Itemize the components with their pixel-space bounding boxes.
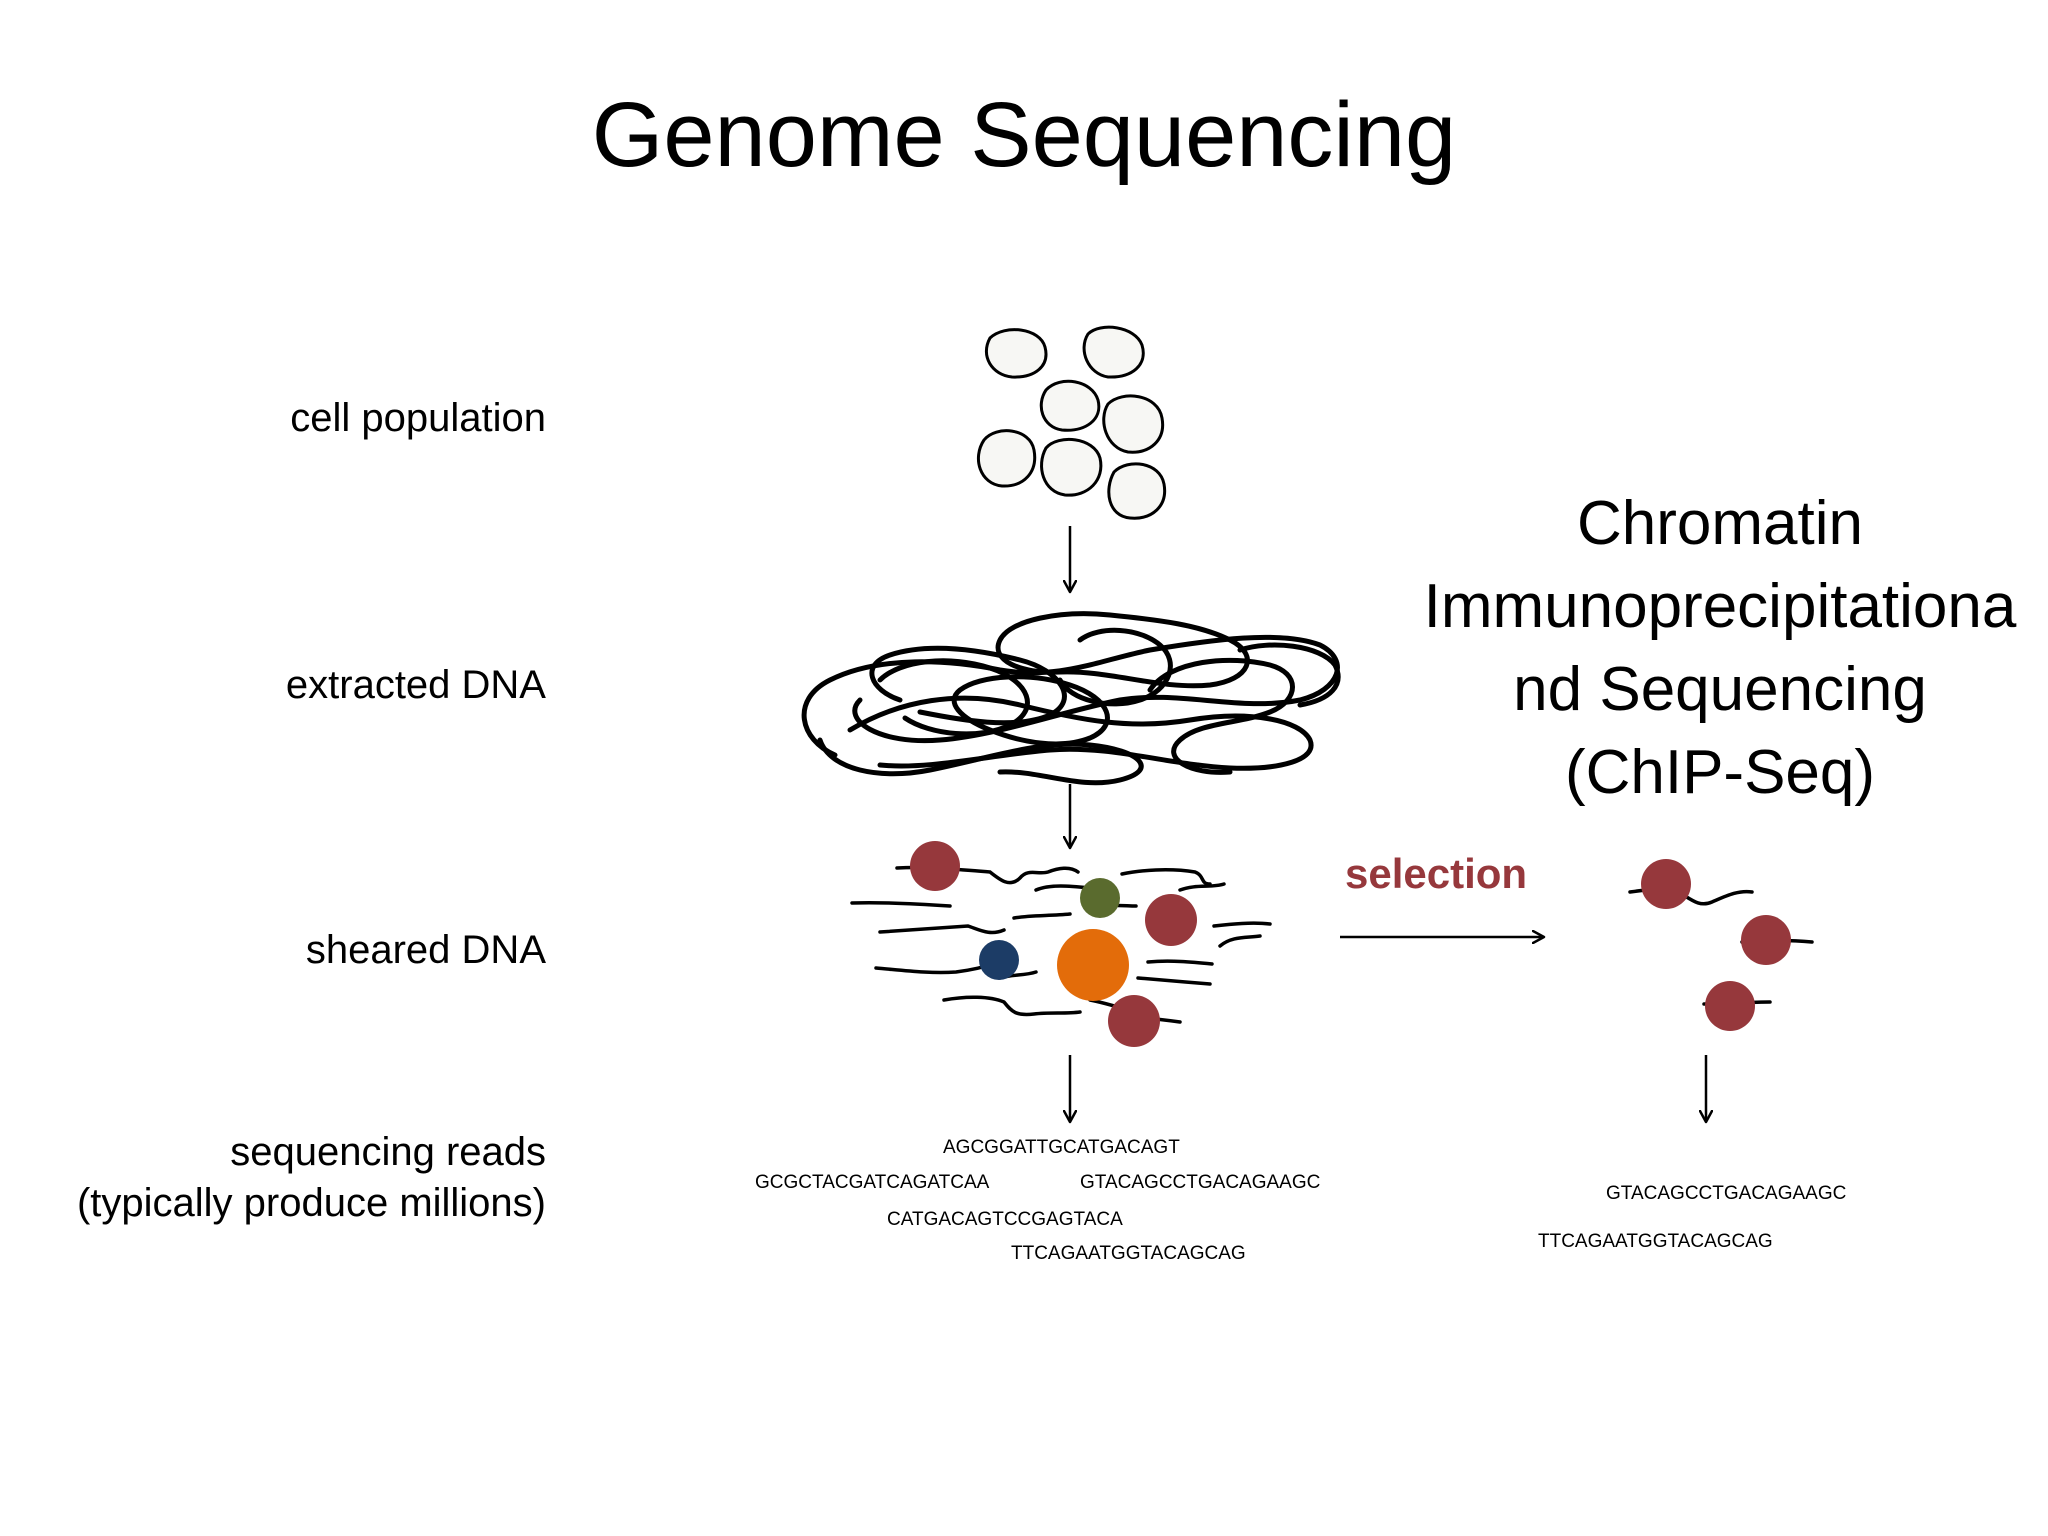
label-sequencing-reads: sequencing reads (230, 1130, 546, 1174)
cell (1039, 379, 1101, 432)
chip-title-line: (ChIP-Seq) (1564, 738, 1876, 807)
label-sheared-dna: sheared DNA (305, 928, 546, 972)
protein-green (1080, 878, 1120, 918)
cell (1102, 394, 1165, 454)
selected-read-sequence: GTACAGCCTGACAGAAGC (1606, 1183, 1847, 1204)
protein-red (1705, 981, 1755, 1031)
label-extracted-dna: extracted DNA (285, 663, 546, 707)
cell (984, 328, 1048, 379)
read-sequence: TTCAGAATGGTACAGCAG (1011, 1243, 1246, 1264)
chip-seq-title: Chromatin Immunoprecipitationa nd Sequen… (1400, 482, 2040, 814)
protein-blue (979, 940, 1019, 980)
extracted-dna-tangle (801, 611, 1341, 786)
selected-read-sequence: TTCAGAATGGTACAGCAG (1538, 1231, 1773, 1252)
protein-orange (1057, 929, 1129, 1001)
selection-label: selection (1345, 850, 1528, 897)
cell-population-group (976, 325, 1167, 520)
cell (1107, 462, 1167, 520)
sheared-dna-fragments (850, 865, 1272, 1024)
selected-fragments (1628, 859, 1814, 1031)
chip-title-line: nd Sequencing (1513, 655, 1927, 724)
protein-red (1145, 894, 1197, 946)
read-sequence: AGCGGATTGCATGACAGT (943, 1137, 1180, 1158)
read-sequence: CATGACAGTCCGAGTACA (887, 1209, 1123, 1230)
protein-red (1108, 995, 1160, 1047)
read-sequence: GCGCTACGATCAGATCAA (755, 1172, 990, 1193)
chip-title-line: Immunoprecipitationa (1423, 572, 2017, 641)
chip-title-line: Chromatin (1577, 489, 1863, 558)
label-sequencing-reads-note: (typically produce millions) (76, 1181, 546, 1225)
label-cell-population: cell population (290, 396, 546, 440)
protein-red (1741, 915, 1791, 965)
protein-red (910, 841, 960, 891)
page-title: Genome Sequencing (591, 84, 1457, 186)
cell (976, 429, 1037, 488)
cell (1082, 325, 1145, 379)
process-arrows (1070, 526, 1706, 1122)
read-sequence: GTACAGCCTGACAGAAGC (1080, 1172, 1321, 1193)
cell (1040, 437, 1103, 497)
bound-proteins (910, 841, 1197, 1047)
protein-red (1641, 859, 1691, 909)
